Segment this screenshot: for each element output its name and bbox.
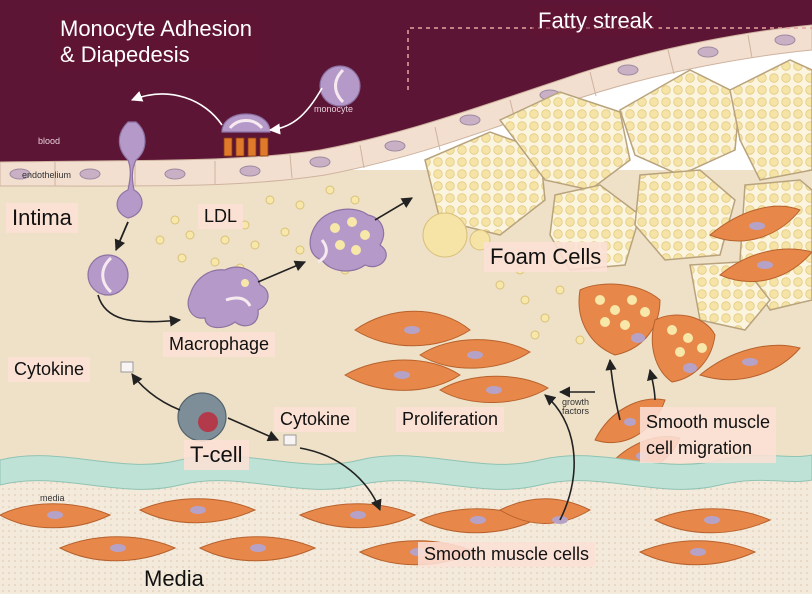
label-growth-factors-line2: factors	[562, 406, 590, 416]
intima-monocyte	[87, 254, 129, 296]
label-proliferation: Proliferation	[396, 407, 505, 432]
lipid-macrophage	[309, 208, 387, 272]
label-fatty-streak: Fatty streak	[532, 6, 659, 36]
media-layer	[0, 470, 812, 594]
endothelium-layer	[0, 24, 812, 187]
monocyte-cell	[319, 65, 361, 107]
macrophage-cell	[187, 266, 269, 329]
adhesion-molecules	[223, 137, 269, 157]
label-endothelium: endothelium	[22, 170, 72, 180]
smc-nuclei-media	[47, 506, 720, 556]
cytokine-left-marker	[120, 361, 134, 373]
label-smc-migration-line1: Smooth muscle	[646, 412, 771, 432]
label-smc-migration-line2: cell migration	[646, 438, 753, 458]
cytokine-right-marker	[283, 434, 297, 446]
label-monocyte-small: monocyte	[314, 104, 354, 114]
label-cytokine-left: Cytokine	[8, 357, 91, 382]
label-t-cell: T-cell	[184, 440, 249, 470]
migrating-smc-lipids	[595, 295, 707, 357]
process-arrows	[97, 87, 658, 521]
endothelial-nuclei	[9, 34, 796, 180]
label-monocyte-adhesion-line2: & Diapedesis	[60, 42, 190, 67]
label-smooth-muscle-cells: Smooth muscle cells	[418, 542, 596, 567]
label-monocyte-adhesion: Monocyte Adhesion & Diapedesis	[54, 14, 259, 70]
label-monocyte-adhesion-line1: Monocyte Adhesion	[60, 16, 253, 41]
label-growth-factors: growth factors	[562, 398, 589, 416]
label-media-small: media	[40, 493, 65, 503]
label-cytokine-right: Cytokine	[274, 407, 357, 432]
diapedesis-monocyte	[116, 121, 146, 219]
label-growth-factors-line1: growth	[562, 397, 590, 407]
label-blood: blood	[38, 136, 61, 146]
label-macrophage: Macrophage	[163, 332, 276, 357]
label-media: Media	[144, 566, 204, 591]
label-foam-cells: Foam Cells	[484, 242, 608, 272]
label-ldl: LDL	[198, 204, 244, 229]
label-intima: Intima	[6, 203, 78, 233]
t-cell	[177, 392, 227, 442]
label-smc-migration: Smooth muscle cell migration	[640, 407, 777, 463]
fatty-streak-bracket	[407, 27, 812, 90]
